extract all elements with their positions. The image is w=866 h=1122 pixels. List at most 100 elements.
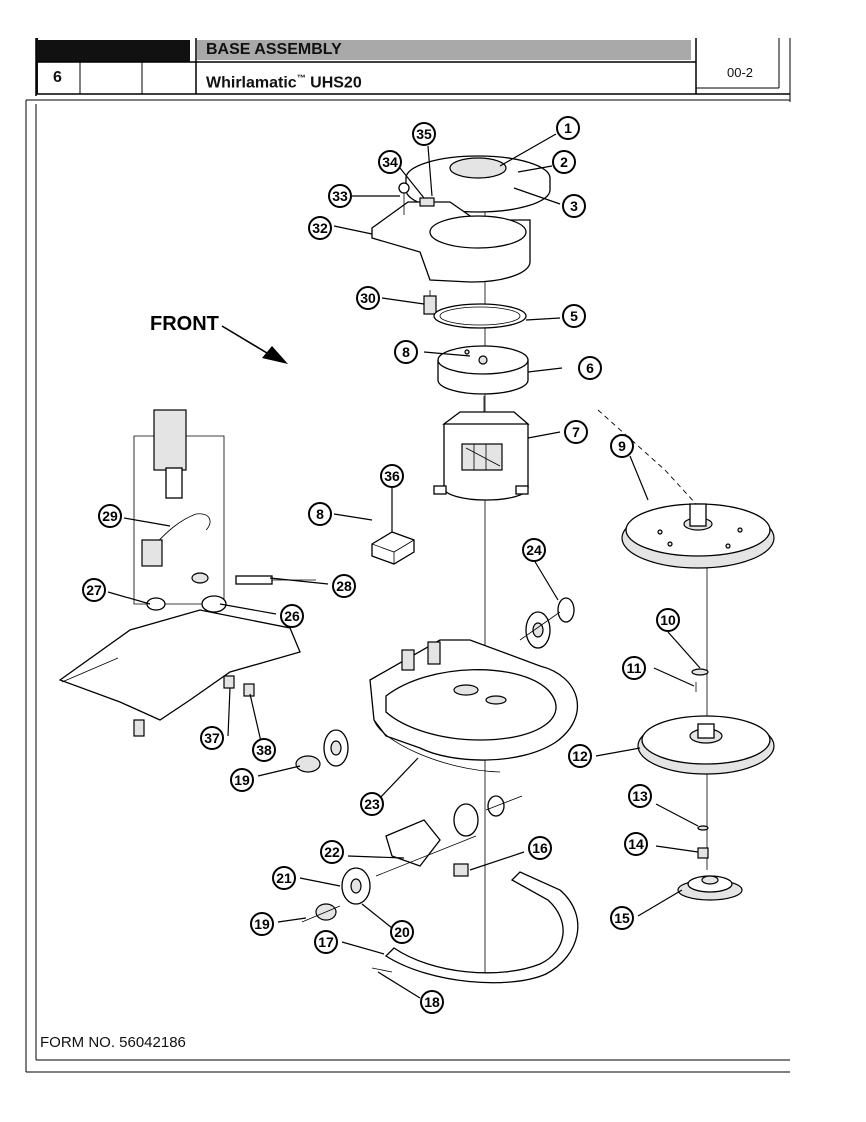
svg-text:7: 7 [572,424,580,440]
front-indicator: FRONT [150,313,288,364]
svg-text:20: 20 [394,924,410,940]
front-wheel-part [295,729,349,773]
nut-part [697,847,709,859]
model-suffix: UHS20 [305,74,362,92]
svg-text:2: 2 [560,154,568,170]
callout-37: 37 [200,726,224,750]
header-black-bar [36,40,190,62]
header-top-rule [36,38,38,94]
lock-washer-part [697,825,709,831]
callout-27: 27 [82,578,106,602]
callout-15: 15 [610,906,634,930]
callout-9: 9 [610,434,634,458]
model-title: Whirlamatic™ UHS20 [206,68,362,93]
svg-text:8: 8 [316,506,324,522]
svg-text:26: 26 [284,608,300,624]
form-number: FORM NO. 56042186 [40,1034,186,1051]
svg-text:16: 16 [532,840,548,856]
svg-text:1: 1 [564,120,572,136]
callout-7: 7 [564,420,588,444]
mount-plate-part [437,345,529,395]
svg-text:23: 23 [364,796,380,812]
switch-part [423,290,437,315]
bumper-part [371,871,579,984]
svg-text:12: 12 [572,748,588,764]
callout-8-lower: 8 [308,502,332,526]
callout-19-front: 19 [230,768,254,792]
svg-text:18: 18 [424,994,440,1010]
svg-text:11: 11 [627,660,642,676]
callout-38: 38 [252,738,276,762]
callout-35: 35 [412,122,436,146]
capacitor-part [371,531,415,565]
svg-text:36: 36 [384,468,400,484]
callout-11: 11 [622,656,646,680]
header-grid [25,38,791,1073]
svg-text:33: 33 [332,188,348,204]
washer-part [691,668,709,676]
trademark-mark: ™ [296,73,306,83]
callout-20: 20 [390,920,414,944]
callout-2: 2 [552,150,576,174]
callout-28: 28 [332,574,356,598]
svg-text:22: 22 [324,844,340,860]
callout-12: 12 [568,744,592,768]
drive-hub-part [677,875,743,901]
leader-lines [107,133,701,999]
svg-text:27: 27 [86,582,102,598]
revision-code: 00-2 [727,65,754,80]
callout-3: 3 [562,194,586,218]
callout-26: 26 [280,604,304,628]
svg-text:19: 19 [254,916,270,932]
header-grey-bar [197,40,691,60]
clutch-plate-part [637,715,775,775]
callout-14: 14 [624,832,648,856]
callout-18: 18 [420,990,444,1014]
svg-text:35: 35 [416,126,432,142]
base-frame-part [369,639,579,773]
callout-33: 33 [328,184,352,208]
handle-assembly-part [58,409,316,737]
motor-part [433,396,530,501]
svg-text:34: 34 [382,154,398,170]
page-number: 6 [53,69,62,86]
front-label: FRONT [150,313,219,335]
callout-10: 10 [656,608,680,632]
svg-text:28: 28 [336,578,352,594]
svg-text:10: 10 [660,612,676,628]
svg-text:19: 19 [234,772,250,788]
callout-21: 21 [272,866,296,890]
svg-text:32: 32 [312,220,328,236]
motor-housing-part [371,182,531,283]
svg-text:24: 24 [526,542,542,558]
callout-19-rear: 19 [250,912,274,936]
svg-text:5: 5 [570,308,578,324]
section-title: BASE ASSEMBLY [206,41,342,58]
callout-34: 34 [378,150,402,174]
callout-24: 24 [522,538,546,562]
callout-36: 36 [380,464,404,488]
svg-text:14: 14 [628,836,644,852]
callout-22: 22 [320,840,344,864]
callout-17: 17 [314,930,338,954]
model-name: Whirlamatic [206,74,297,92]
callout-6: 6 [578,356,602,380]
callout-1: 1 [556,116,580,140]
rear-wheel-bracket-part [375,795,523,877]
svg-text:29: 29 [102,508,118,524]
callout-13: 13 [628,784,652,808]
svg-text:15: 15 [614,910,630,926]
svg-text:13: 13 [632,788,648,804]
upper-wheel-part [519,597,575,649]
callout-23: 23 [360,792,384,816]
svg-text:17: 17 [318,934,334,950]
svg-text:6: 6 [586,360,594,376]
svg-text:38: 38 [256,742,272,758]
callout-32: 32 [308,216,332,240]
callout-5: 5 [562,304,586,328]
svg-text:37: 37 [204,730,220,746]
callout-30: 30 [356,286,380,310]
callout-16: 16 [528,836,552,860]
pad-driver-part [597,409,775,569]
